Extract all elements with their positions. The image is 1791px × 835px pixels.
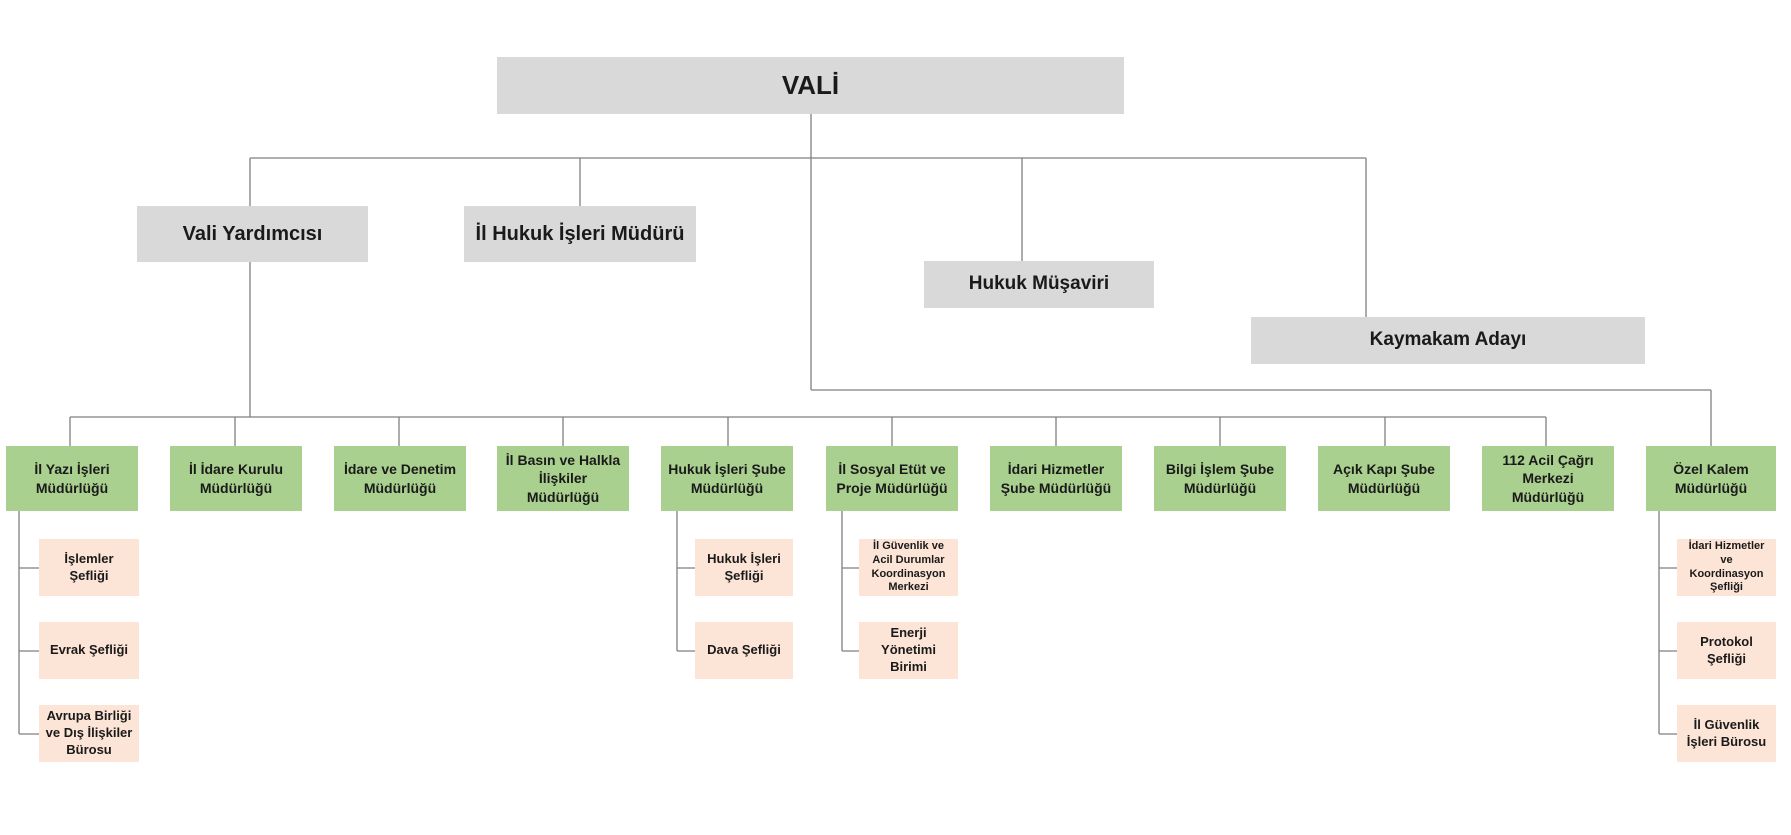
sub-il-guvenlik-acil: İl Güvenlik ve Acil Durumlar Koordinasyo…: [859, 539, 958, 596]
sub-enerji-yonetimi: Enerji Yönetimi Birimi: [859, 622, 958, 679]
sub-il-guvenlik-isleri: İl Güvenlik İşleri Bürosu: [1677, 705, 1776, 762]
vali-box: VALİ: [497, 57, 1124, 114]
directorate-idare-kurulu: İl İdare Kurulu Müdürlüğü: [170, 446, 302, 511]
directorate-bilgi-islem: Bilgi İşlem Şube Müdürlüğü: [1154, 446, 1286, 511]
directorate-idare-denetim: İdare ve Denetim Müdürlüğü: [334, 446, 466, 511]
sub-idari-hizmetler-koordinasyon: İdari Hizmetler ve Koordinasyon Şefliği: [1677, 539, 1776, 596]
directorate-basin-halkla: İl Basın ve Halkla İlişkiler Müdürlüğü: [497, 446, 629, 511]
directorate-112-acil: 112 Acil Çağrı Merkezi Müdürlüğü: [1482, 446, 1614, 511]
sub-avrupa-birligi: Avrupa Birliği ve Dış İlişkiler Bürosu: [39, 705, 139, 762]
vali-yardimcisi-box: Vali Yardımcısı: [137, 206, 368, 262]
directorate-hukuk-isleri: Hukuk İşleri Şube Müdürlüğü: [661, 446, 793, 511]
directorate-acik-kapi: Açık Kapı Şube Müdürlüğü: [1318, 446, 1450, 511]
sub-evrak-sefligi: Evrak Şefliği: [39, 622, 139, 679]
il-hukuk-isleri-muduru-box: İl Hukuk İşleri Müdürü: [464, 206, 696, 262]
sub-protokol-sefligi: Protokol Şefliği: [1677, 622, 1776, 679]
sub-hukuk-isleri-sefligi: Hukuk İşleri Şefliği: [695, 539, 793, 596]
sub-islemler-sefligi: İşlemler Şefliği: [39, 539, 139, 596]
directorate-sosyal-etut: İl Sosyal Etüt ve Proje Müdürlüğü: [826, 446, 958, 511]
directorate-yazi-isleri: İl Yazı İşleri Müdürlüğü: [6, 446, 138, 511]
directorate-idari-hizmetler: İdari Hizmetler Şube Müdürlüğü: [990, 446, 1122, 511]
kaymakam-adayi-box: Kaymakam Adayı: [1251, 317, 1645, 364]
hukuk-musaviri-box: Hukuk Müşaviri: [924, 261, 1154, 308]
sub-dava-sefligi: Dava Şefliği: [695, 622, 793, 679]
directorate-ozel-kalem: Özel Kalem Müdürlüğü: [1646, 446, 1776, 511]
